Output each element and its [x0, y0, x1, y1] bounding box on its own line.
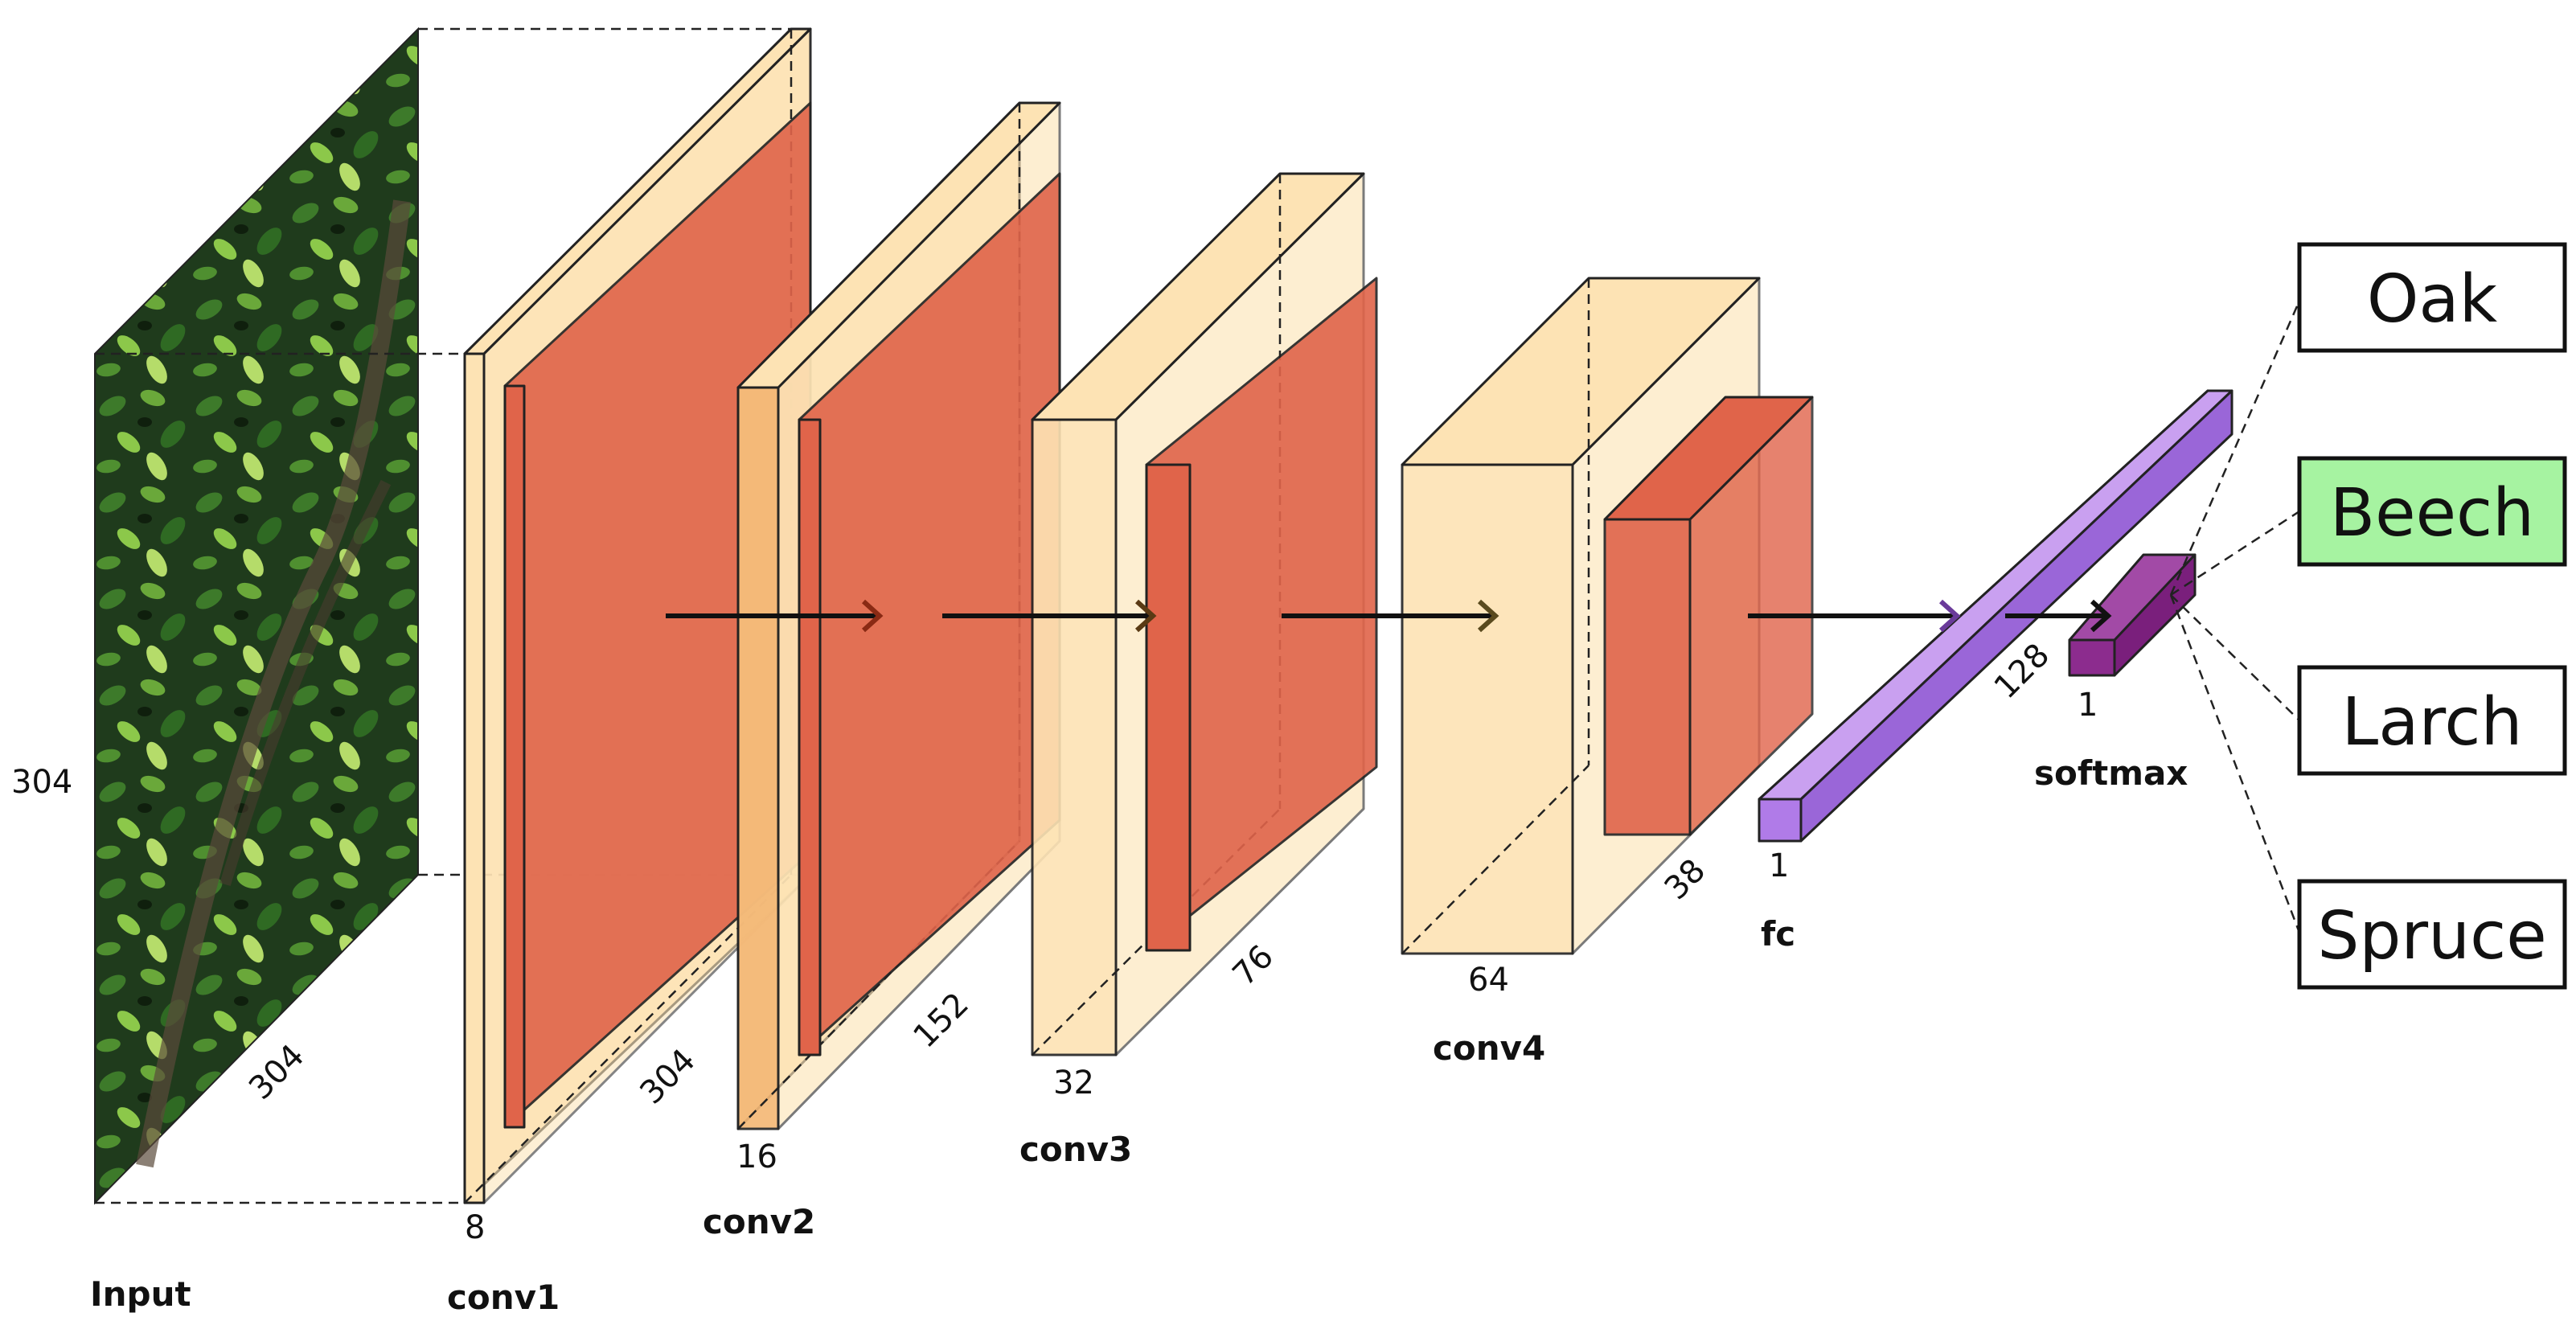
class-label-oak: Oak: [2367, 261, 2498, 338]
class-larch: Larch: [2297, 665, 2567, 776]
class-oak: Oak: [2297, 242, 2567, 353]
class-box: [2297, 879, 2567, 990]
conv2-depth-label: 152: [906, 986, 976, 1056]
conv1-width-label: 8: [465, 1209, 485, 1246]
conv3-width-label: 32: [1053, 1065, 1094, 1102]
class-connectors: [2169, 300, 2301, 933]
class-label-beech: Beech: [2330, 475, 2534, 552]
conv2-layer: 16 152 conv2: [703, 101, 1061, 1241]
input-depth-label: 304: [242, 1037, 312, 1107]
conv4-width-label: 64: [1468, 962, 1509, 999]
conv3-layer: 32 76 conv3: [1019, 172, 1378, 1169]
conv2-layer-name: conv2: [703, 1202, 815, 1241]
class-label-larch: Larch: [2342, 684, 2523, 761]
input-height-label: 304: [11, 764, 72, 801]
input-layer-name: Input: [90, 1274, 191, 1314]
conv3-depth-label: 76: [1226, 938, 1282, 994]
class-box-highlighted: [2297, 456, 2567, 567]
conv2-width-label: 16: [736, 1138, 777, 1175]
flow-arrows: [666, 599, 2112, 633]
class-beech: Beech: [2297, 456, 2567, 567]
fc-layer-name: fc: [1761, 914, 1795, 954]
conv3-layer-name: conv3: [1019, 1130, 1132, 1169]
class-label-spruce: Spruce: [2317, 898, 2546, 974]
conv1-layer-name: conv1: [447, 1278, 560, 1317]
conv1-layer: 8 304 conv1: [447, 27, 812, 1317]
softmax-width-label: 1: [2078, 687, 2098, 724]
class-box: [2297, 665, 2567, 776]
fc-layer: 1 128 fc: [1758, 389, 2233, 954]
class-spruce: Spruce: [2297, 879, 2567, 990]
conv4-layer-name: conv4: [1433, 1028, 1545, 1068]
conv1-depth-label: 304: [633, 1042, 703, 1112]
conv4-layer: 64 38 conv4: [1401, 277, 1814, 1068]
fc-width-label: 1: [1769, 847, 1789, 884]
class-box: [2297, 242, 2567, 353]
softmax-layer: 1 softmax: [2034, 553, 2197, 793]
softmax-layer-name: softmax: [2034, 753, 2188, 793]
input-image: [94, 27, 419, 1205]
